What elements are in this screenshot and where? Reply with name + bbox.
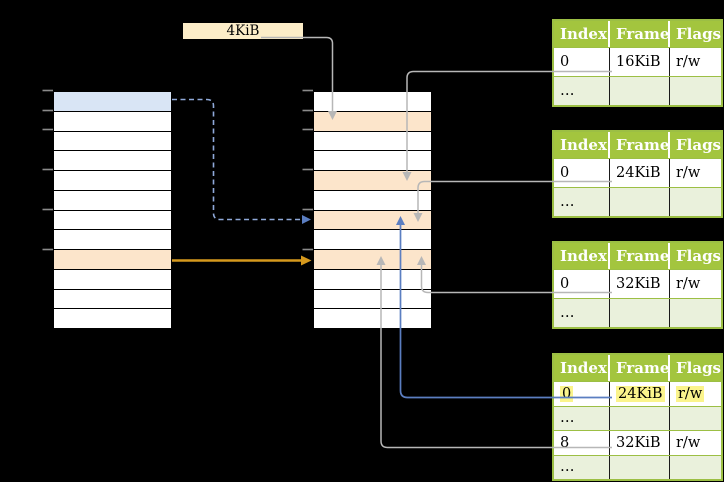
table-cell: …: [554, 299, 610, 327]
table-cell: [670, 299, 721, 327]
memory-row-0: [54, 92, 171, 112]
memory-row-3: [314, 151, 431, 171]
table-cell: [670, 407, 721, 431]
table-cell: …: [554, 455, 610, 479]
table-cell: r/w: [676, 165, 701, 181]
memory-row-6: [314, 210, 431, 231]
table-cell: 0: [554, 270, 610, 298]
memory-row-11: [54, 309, 171, 328]
memory-row-7: [314, 230, 431, 250]
memory-row-6: [54, 210, 171, 231]
middle-column-ticks: [302, 89, 313, 251]
table-cell: …: [554, 406, 610, 430]
header-cell-flags: Flags: [676, 136, 721, 154]
table-cell: [670, 188, 721, 216]
header-cell-frame: Frame: [610, 243, 670, 269]
table-cell: [610, 299, 670, 327]
table-cell: 8: [554, 431, 610, 455]
table-row-1: …: [554, 76, 721, 105]
memory-row-2: [54, 131, 171, 152]
table-cell: [610, 77, 670, 105]
memory-row-8: [54, 250, 171, 270]
table-cell: [610, 455, 670, 479]
table-cell: …: [554, 188, 610, 216]
table-row-0: 0 24KiB r/w: [554, 381, 721, 406]
table-cell: [610, 188, 670, 216]
table-row-1: …: [554, 298, 721, 327]
table-row-1: …: [554, 187, 721, 216]
table-row-1: …: [554, 405, 721, 431]
table-cell: r/w: [676, 54, 701, 70]
table-cell: 0: [554, 48, 610, 76]
memory-row-4: [54, 171, 171, 191]
table-cell: 32KiB: [610, 270, 670, 298]
table-cell: 0: [554, 159, 610, 187]
header-cell-flags: Flags: [676, 359, 721, 377]
table-cell: …: [554, 77, 610, 105]
memory-row-0: [314, 92, 431, 112]
highlighted-value: r/w: [676, 385, 705, 402]
memory-row-5: [314, 190, 431, 211]
page-size-label: 4KiB: [183, 23, 303, 39]
header-cell-index: Index: [554, 355, 610, 381]
table-cell: 24KiB: [610, 159, 670, 187]
table-cell: 24KiB: [610, 382, 670, 406]
memory-row-9: [314, 269, 431, 290]
header-cell-index: Index: [554, 243, 610, 269]
memory-row-9: [54, 269, 171, 290]
table-cell: 0: [554, 382, 610, 406]
highlighted-value: 0: [560, 385, 574, 402]
table-cell: 32KiB: [610, 431, 670, 455]
header-cell-flags: Flags: [676, 247, 721, 265]
highlighted-value: 24KiB: [616, 385, 665, 402]
memory-row-1: [54, 111, 171, 132]
memory-row-1: [314, 111, 431, 132]
left-column-ticks: [42, 89, 53, 251]
memory-row-2: [314, 131, 431, 152]
memory-row-10: [54, 289, 171, 310]
memory-row-10: [314, 289, 431, 310]
arrow-virtual-row8-to-frame: [172, 255, 312, 266]
memory-row-4: [314, 171, 431, 191]
physical-memory-column: [313, 91, 432, 329]
header-cell-index: Index: [554, 132, 610, 158]
table-cell: 16KiB: [610, 48, 670, 76]
table-row-3: …: [554, 454, 721, 480]
memory-row-7: [54, 230, 171, 250]
memory-row-8: [314, 250, 431, 270]
memory-row-11: [314, 309, 431, 328]
header-cell-frame: Frame: [610, 132, 670, 158]
virtual-memory-column: [53, 91, 172, 329]
memory-row-3: [54, 151, 171, 171]
table-cell: r/w: [670, 382, 721, 406]
header-cell-frame: Frame: [610, 21, 670, 47]
table-cell: [610, 406, 670, 430]
memory-row-5: [54, 190, 171, 211]
table-cell: r/w: [676, 434, 701, 451]
table-cell: r/w: [676, 276, 701, 292]
table-cell: [670, 77, 721, 105]
header-cell-frame: Frame: [610, 355, 670, 381]
header-cell-index: Index: [554, 21, 610, 47]
table-cell: [670, 456, 721, 480]
header-cell-flags: Flags: [676, 25, 721, 43]
arrow-virtual-row0-to-frame: [172, 98, 311, 224]
